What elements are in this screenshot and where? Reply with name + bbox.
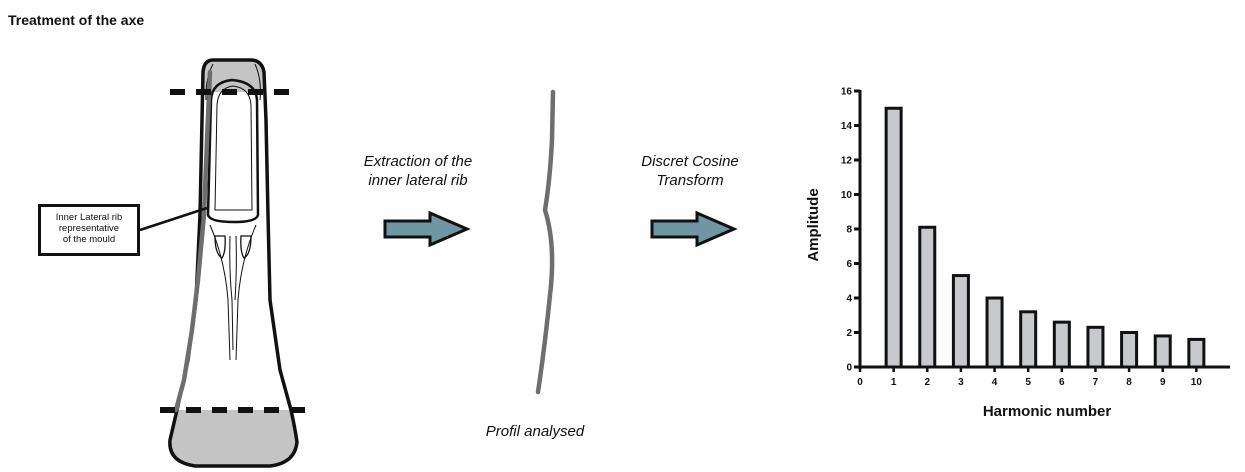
x-tick-label: 8 — [1126, 377, 1132, 388]
axe-bottom-shaded — [169, 410, 297, 466]
axe-thin-rib-right — [235, 224, 257, 361]
y-tick-label: 10 — [841, 190, 853, 201]
axe-top-curve-right — [254, 63, 261, 101]
step2-caption: Discret Cosine Transform — [615, 152, 765, 190]
x-tick-label: 0 — [857, 377, 863, 388]
x-tick-label: 10 — [1191, 377, 1203, 388]
dct-bar-chart: Amplitude Harmonic number 02468101214160… — [805, 87, 1230, 420]
x-tick-label: 2 — [924, 377, 930, 388]
extracted-profile-curve — [535, 89, 556, 395]
bar — [1153, 334, 1172, 369]
y-tick-label: 6 — [846, 259, 852, 270]
x-tick-label: 1 — [891, 377, 897, 388]
x-tick-label: 6 — [1059, 377, 1065, 388]
arrow-step2 — [650, 210, 738, 248]
x-tick-label: 3 — [958, 377, 964, 388]
axe-small-loop-left — [214, 235, 226, 259]
callout-leader — [139, 206, 208, 232]
x-tick-label: 9 — [1160, 377, 1166, 388]
y-tick-label: 8 — [846, 225, 852, 236]
bar — [1019, 310, 1038, 369]
callout-line-3: of the mould — [62, 234, 116, 245]
y-tick-label: 12 — [841, 156, 853, 167]
bar — [884, 106, 903, 369]
x-tick-label: 4 — [992, 377, 998, 388]
axe-center-rib — [229, 235, 237, 351]
step1-caption: Extraction of the inner lateral rib — [338, 152, 498, 190]
figure-title: Treatment of the axe — [8, 12, 145, 28]
y-tick-label: 16 — [841, 87, 853, 98]
step1-line-2: inner lateral rib — [368, 172, 468, 189]
y-axis-label: Amplitude — [805, 188, 822, 261]
x-axis-label: Harmonic number — [983, 403, 1112, 420]
inner-lateral-rib — [173, 69, 213, 413]
axe-small-loop-right — [240, 235, 252, 259]
axe-thin-rib-left — [209, 224, 231, 361]
step2-line-2: Transform — [656, 172, 724, 189]
step1-line-1: Extraction of the — [363, 153, 473, 170]
bar — [1120, 331, 1139, 369]
y-tick-label: 14 — [841, 121, 853, 132]
bar — [1187, 337, 1206, 369]
bar — [951, 274, 970, 369]
axe-drawing — [139, 58, 315, 468]
axe-inner-window-2 — [214, 85, 253, 211]
bar — [1052, 320, 1071, 369]
callout-line-1: Inner Lateral rib — [55, 212, 123, 223]
bar — [985, 296, 1004, 369]
x-tick-label: 7 — [1093, 377, 1099, 388]
profile-caption: Profil analysed — [485, 423, 585, 440]
y-tick-label: 0 — [846, 363, 852, 374]
callout-line-2: representative — [58, 223, 120, 234]
axe-top-curve-left — [205, 63, 214, 101]
arrow-step1 — [383, 210, 471, 248]
y-tick-label: 2 — [846, 328, 852, 339]
bar — [1086, 325, 1105, 369]
axe-outline — [168, 58, 299, 468]
step2-line-1: Discret Cosine — [641, 153, 739, 170]
inner-lateral-rib-callout: Inner Lateral rib representative of the … — [38, 204, 140, 256]
bar — [918, 225, 937, 369]
axe-inner-window — [206, 78, 260, 224]
y-tick-label: 4 — [846, 294, 852, 305]
x-tick-label: 5 — [1025, 377, 1031, 388]
